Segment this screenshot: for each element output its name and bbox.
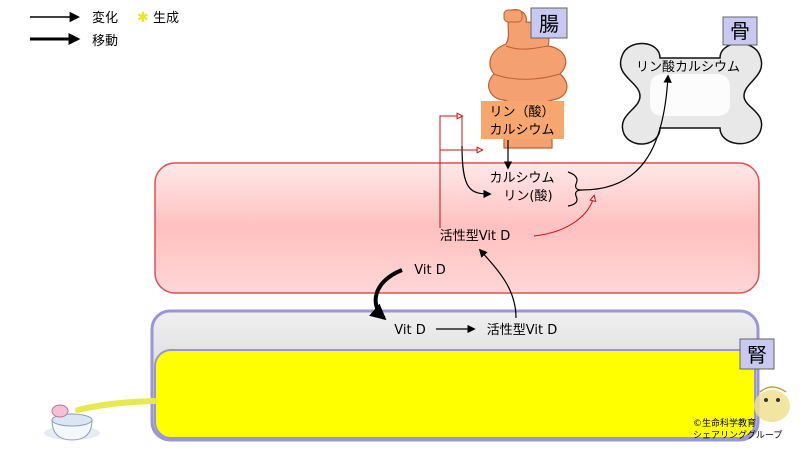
legend-change-label: 変化 (92, 10, 118, 26)
kidney-inner-shape (154, 349, 756, 439)
kidney-vitd-label: Vit D (394, 323, 425, 338)
bone-badge: 骨 (722, 16, 758, 46)
reabsorption-loop-arrow (461, 145, 492, 199)
bone-badge-label: 骨 (730, 19, 750, 43)
active-vitd-release-arrow (478, 248, 517, 319)
kidney-badge-label: 腎 (747, 343, 767, 367)
vitd-to-intestine-regulation-arrow (439, 116, 462, 228)
bone-illustration (619, 42, 763, 145)
kidney-active-vitd-label: 活性型Vit D (487, 323, 557, 338)
kidney-badge: 腎 (739, 338, 775, 370)
vitd-move-arrow (369, 268, 403, 321)
bone-content-label: リン酸カルシウム (636, 60, 740, 75)
credit-line-2: シェアリンググループ (693, 429, 782, 441)
flow-arrows (369, 74, 672, 334)
blood-active-vitd-label: 活性型Vit D (440, 229, 510, 244)
legend: 変化 ✱ 生成 移動 (30, 10, 179, 49)
blood-calcium-label: カルシウム (489, 171, 554, 186)
intestine-badge-label: 腸 (539, 12, 559, 36)
blood-phosphate-label: リン(酸) (503, 189, 552, 204)
blood-to-bone-arrow (581, 74, 672, 191)
credit-line-1: ©生命科学教育 (693, 417, 756, 429)
legend-move-label: 移動 (92, 34, 118, 49)
intestine-phosphate-label: リン（酸） (489, 105, 554, 120)
blood-vitd-label: Vit D (414, 263, 445, 278)
toilet-icon (44, 398, 158, 441)
mascot-icon (754, 386, 790, 422)
regulation-arrows (439, 116, 594, 237)
intestine-calcium-label: カルシウム (489, 123, 554, 138)
vitd-to-minerals-regulation-arrow (533, 196, 594, 237)
intestine-label-box (481, 101, 564, 139)
legend-generate-star-icon: ✱ (137, 10, 149, 26)
blood-vessel-shape (154, 162, 760, 294)
legend-generate-label: 生成 (153, 11, 179, 26)
kidney (150, 309, 760, 442)
intestine-badge: 腸 (530, 7, 568, 39)
